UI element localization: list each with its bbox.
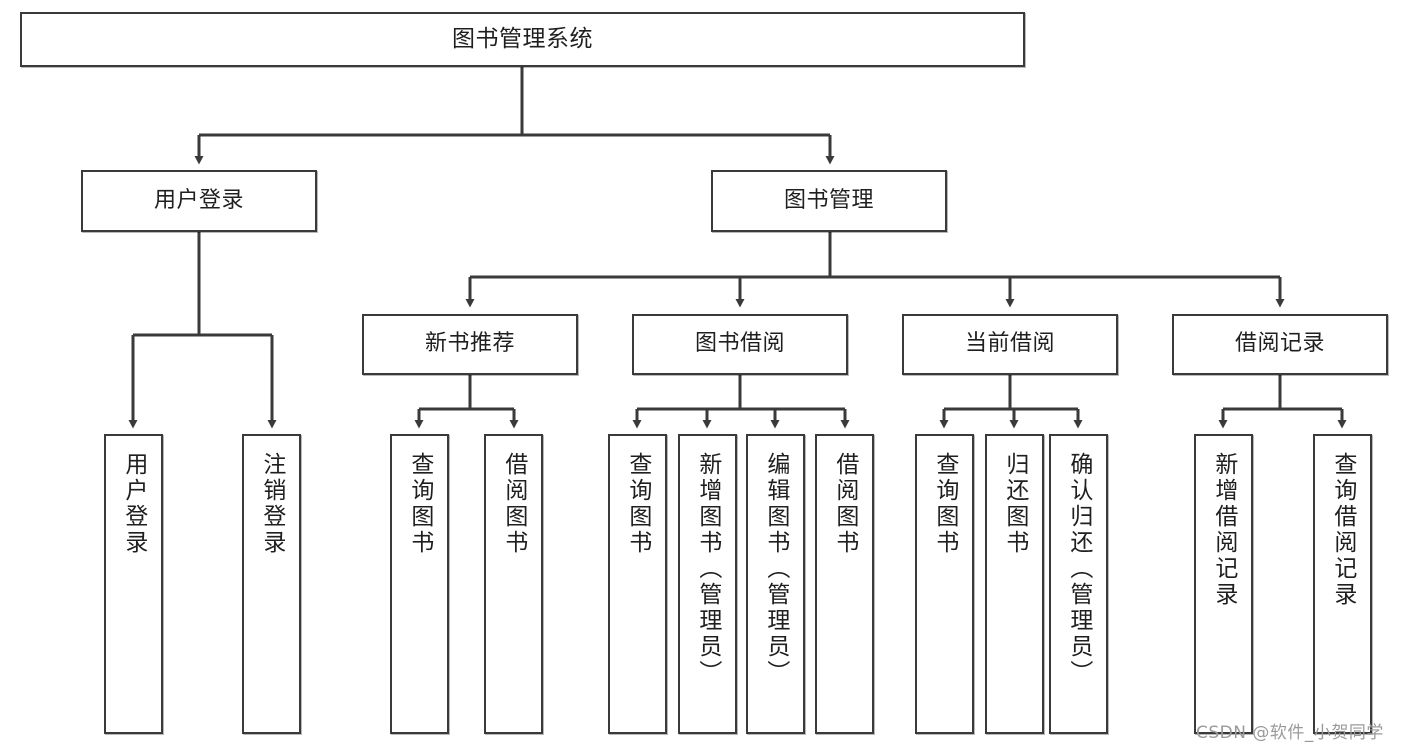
node-label: 查询借阅记录 — [1329, 452, 1356, 608]
node-label: 新书推荐 — [424, 331, 515, 357]
node-book-manage[interactable]: 图书管理 — [711, 170, 947, 232]
node-label: 用户登录 — [120, 452, 147, 556]
node-leaf-return-book[interactable]: 归还图书 — [985, 434, 1044, 734]
node-leaf-query-book-1[interactable]: 查询图书 — [390, 434, 449, 734]
node-label: 查询图书 — [406, 452, 433, 556]
node-book-borrow[interactable]: 图书借阅 — [632, 314, 848, 375]
node-label: 查询图书 — [931, 452, 958, 556]
node-label: 图书借阅 — [694, 331, 785, 357]
node-borrow-record[interactable]: 借阅记录 — [1172, 314, 1388, 375]
node-leaf-borrow-book-1[interactable]: 借阅图书 — [484, 434, 543, 734]
node-leaf-query-record[interactable]: 查询借阅记录 — [1313, 434, 1372, 734]
node-leaf-borrow-book-2[interactable]: 借阅图书 — [815, 434, 874, 734]
node-label: 编辑图书（管理员） — [762, 452, 789, 686]
node-leaf-query-book-2[interactable]: 查询图书 — [608, 434, 667, 734]
node-label: 借阅图书 — [831, 452, 858, 556]
node-leaf-confirm-return[interactable]: 确认归还（管理员） — [1049, 434, 1108, 734]
node-user-login[interactable]: 用户登录 — [81, 170, 317, 232]
node-label: 当前借阅 — [964, 331, 1055, 357]
node-leaf-user-login[interactable]: 用户登录 — [104, 434, 163, 734]
node-label: 归还图书 — [1001, 452, 1028, 556]
node-label: 确认归还（管理员） — [1065, 452, 1092, 686]
node-label: 用户登录 — [153, 187, 244, 213]
node-current-borrow[interactable]: 当前借阅 — [902, 314, 1118, 375]
node-leaf-add-book[interactable]: 新增图书（管理员） — [678, 434, 737, 734]
node-label: 新增借阅记录 — [1210, 452, 1237, 608]
watermark: CSDN @软件_小贺同学 — [1196, 723, 1384, 743]
node-leaf-edit-book[interactable]: 编辑图书（管理员） — [746, 434, 805, 734]
node-new-book-recommend[interactable]: 新书推荐 — [362, 314, 578, 375]
node-leaf-query-book-3[interactable]: 查询图书 — [915, 434, 974, 734]
node-label: 注销登录 — [258, 452, 285, 556]
node-label: 图书管理系统 — [452, 26, 593, 53]
node-leaf-add-record[interactable]: 新增借阅记录 — [1194, 434, 1253, 734]
node-label: 图书管理 — [783, 187, 874, 213]
node-label: 查询图书 — [624, 452, 651, 556]
node-label: 借阅记录 — [1234, 331, 1325, 357]
node-label: 新增图书（管理员） — [694, 452, 721, 686]
node-label: 借阅图书 — [500, 452, 527, 556]
node-leaf-logout[interactable]: 注销登录 — [242, 434, 301, 734]
node-root-system[interactable]: 图书管理系统 — [20, 12, 1025, 67]
